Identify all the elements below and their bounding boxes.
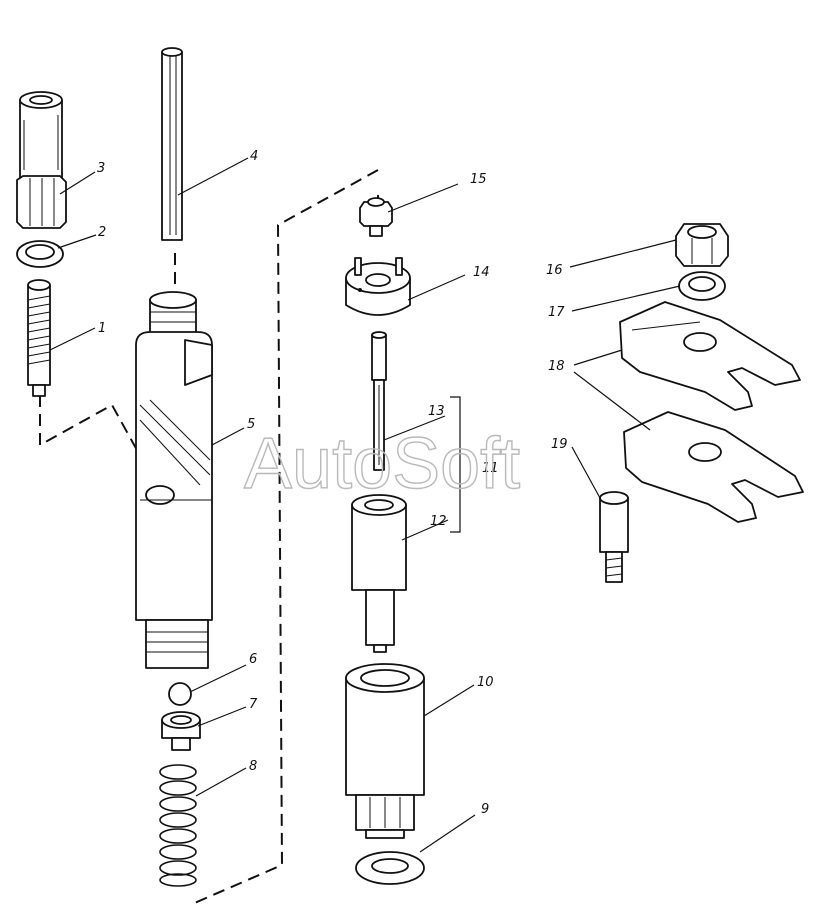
callout-12: 12 bbox=[430, 514, 447, 529]
part-1-threaded-fitting bbox=[27, 279, 51, 397]
callout-9: 9 bbox=[481, 802, 489, 817]
callout-14: 14 bbox=[473, 265, 490, 280]
callout-8: 8 bbox=[249, 759, 257, 774]
callout-13: 13 bbox=[428, 404, 445, 419]
part-2-washer bbox=[16, 240, 64, 268]
part-15-small-nut bbox=[359, 197, 393, 237]
callout-4: 4 bbox=[250, 149, 258, 164]
callout-16: 16 bbox=[546, 263, 563, 278]
part-19-stud bbox=[599, 491, 629, 583]
callout-7: 7 bbox=[249, 697, 258, 712]
part-18-clamp-lower bbox=[623, 411, 804, 523]
callout-11: 11 bbox=[482, 461, 499, 476]
callout-numbers: 1 2 3 4 5 6 7 8 9 10 11 12 13 14 15 16 1… bbox=[97, 149, 568, 817]
callout-15: 15 bbox=[470, 172, 487, 187]
callout-1: 1 bbox=[98, 321, 106, 336]
watermark-text: AutoSoft bbox=[244, 424, 520, 504]
part-18-clamp-upper bbox=[619, 301, 801, 411]
part-9-seal-washer bbox=[355, 851, 425, 885]
part-10-nozzle-nut bbox=[345, 663, 425, 839]
part-12-nozzle-body bbox=[351, 494, 407, 653]
callout-6: 6 bbox=[249, 652, 257, 667]
part-4-rod bbox=[161, 47, 183, 241]
part-16-hex-nut bbox=[675, 223, 729, 267]
part-5-holder-body bbox=[135, 291, 213, 669]
part-17-washer bbox=[678, 271, 726, 301]
callout-2: 2 bbox=[98, 225, 106, 240]
bracket-11 bbox=[450, 396, 461, 533]
callout-18: 18 bbox=[548, 359, 565, 374]
callout-5: 5 bbox=[247, 417, 255, 432]
part-8-spring bbox=[159, 764, 197, 887]
part-6-ball bbox=[168, 682, 192, 706]
leader-lines bbox=[49, 157, 681, 853]
callout-19: 19 bbox=[551, 437, 568, 452]
part-3-union-nut bbox=[16, 91, 67, 229]
part-14-disc bbox=[345, 257, 411, 316]
callout-3: 3 bbox=[97, 161, 105, 176]
part-7-spring-seat bbox=[161, 711, 201, 751]
part-13-needle bbox=[371, 331, 387, 471]
callout-10: 10 bbox=[477, 675, 494, 690]
callout-17: 17 bbox=[548, 305, 565, 320]
